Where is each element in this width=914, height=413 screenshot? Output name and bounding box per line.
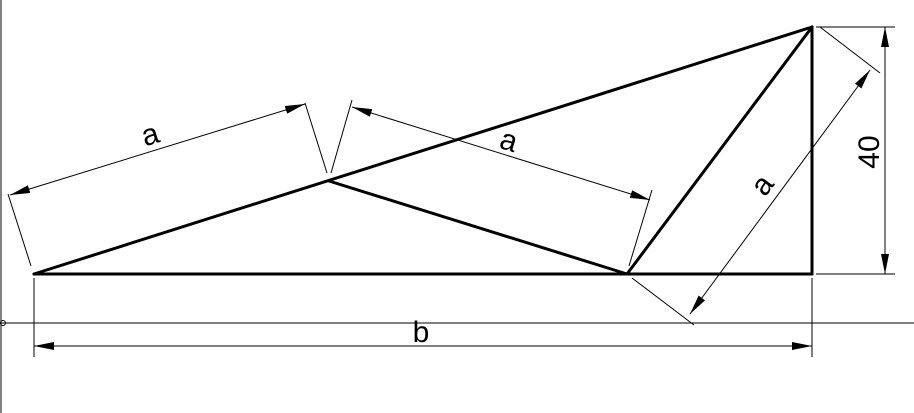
dimension-a-middle: a xyxy=(330,99,653,267)
dim-a-left-extension-2 xyxy=(304,102,328,174)
dimension-a-left: a xyxy=(7,102,328,267)
dim-a-middle-extension-2 xyxy=(628,189,653,267)
diagonal-member-right xyxy=(625,25,814,276)
dim-a-right-line xyxy=(689,69,871,315)
dim-a-left-label: a xyxy=(137,117,163,154)
dim-b-reference-point xyxy=(0,320,6,326)
dim-a-middle-extension-1 xyxy=(330,99,353,174)
dimension-b: b xyxy=(0,278,914,357)
dim-a-right-extension-1 xyxy=(819,26,881,74)
diagonal-member-left xyxy=(327,179,629,276)
dim-b-label: b xyxy=(413,316,430,349)
dim-a-middle-label: a xyxy=(496,123,522,160)
dim-a-right-label: a xyxy=(744,168,781,201)
dimension-height: 40 xyxy=(816,26,895,275)
dim-a-right-extension-2 xyxy=(631,277,695,326)
dim-40-label: 40 xyxy=(853,135,886,168)
dim-a-middle-line xyxy=(351,106,651,201)
dim-a-left-line xyxy=(9,103,306,196)
dim-a-left-extension-1 xyxy=(7,193,32,267)
